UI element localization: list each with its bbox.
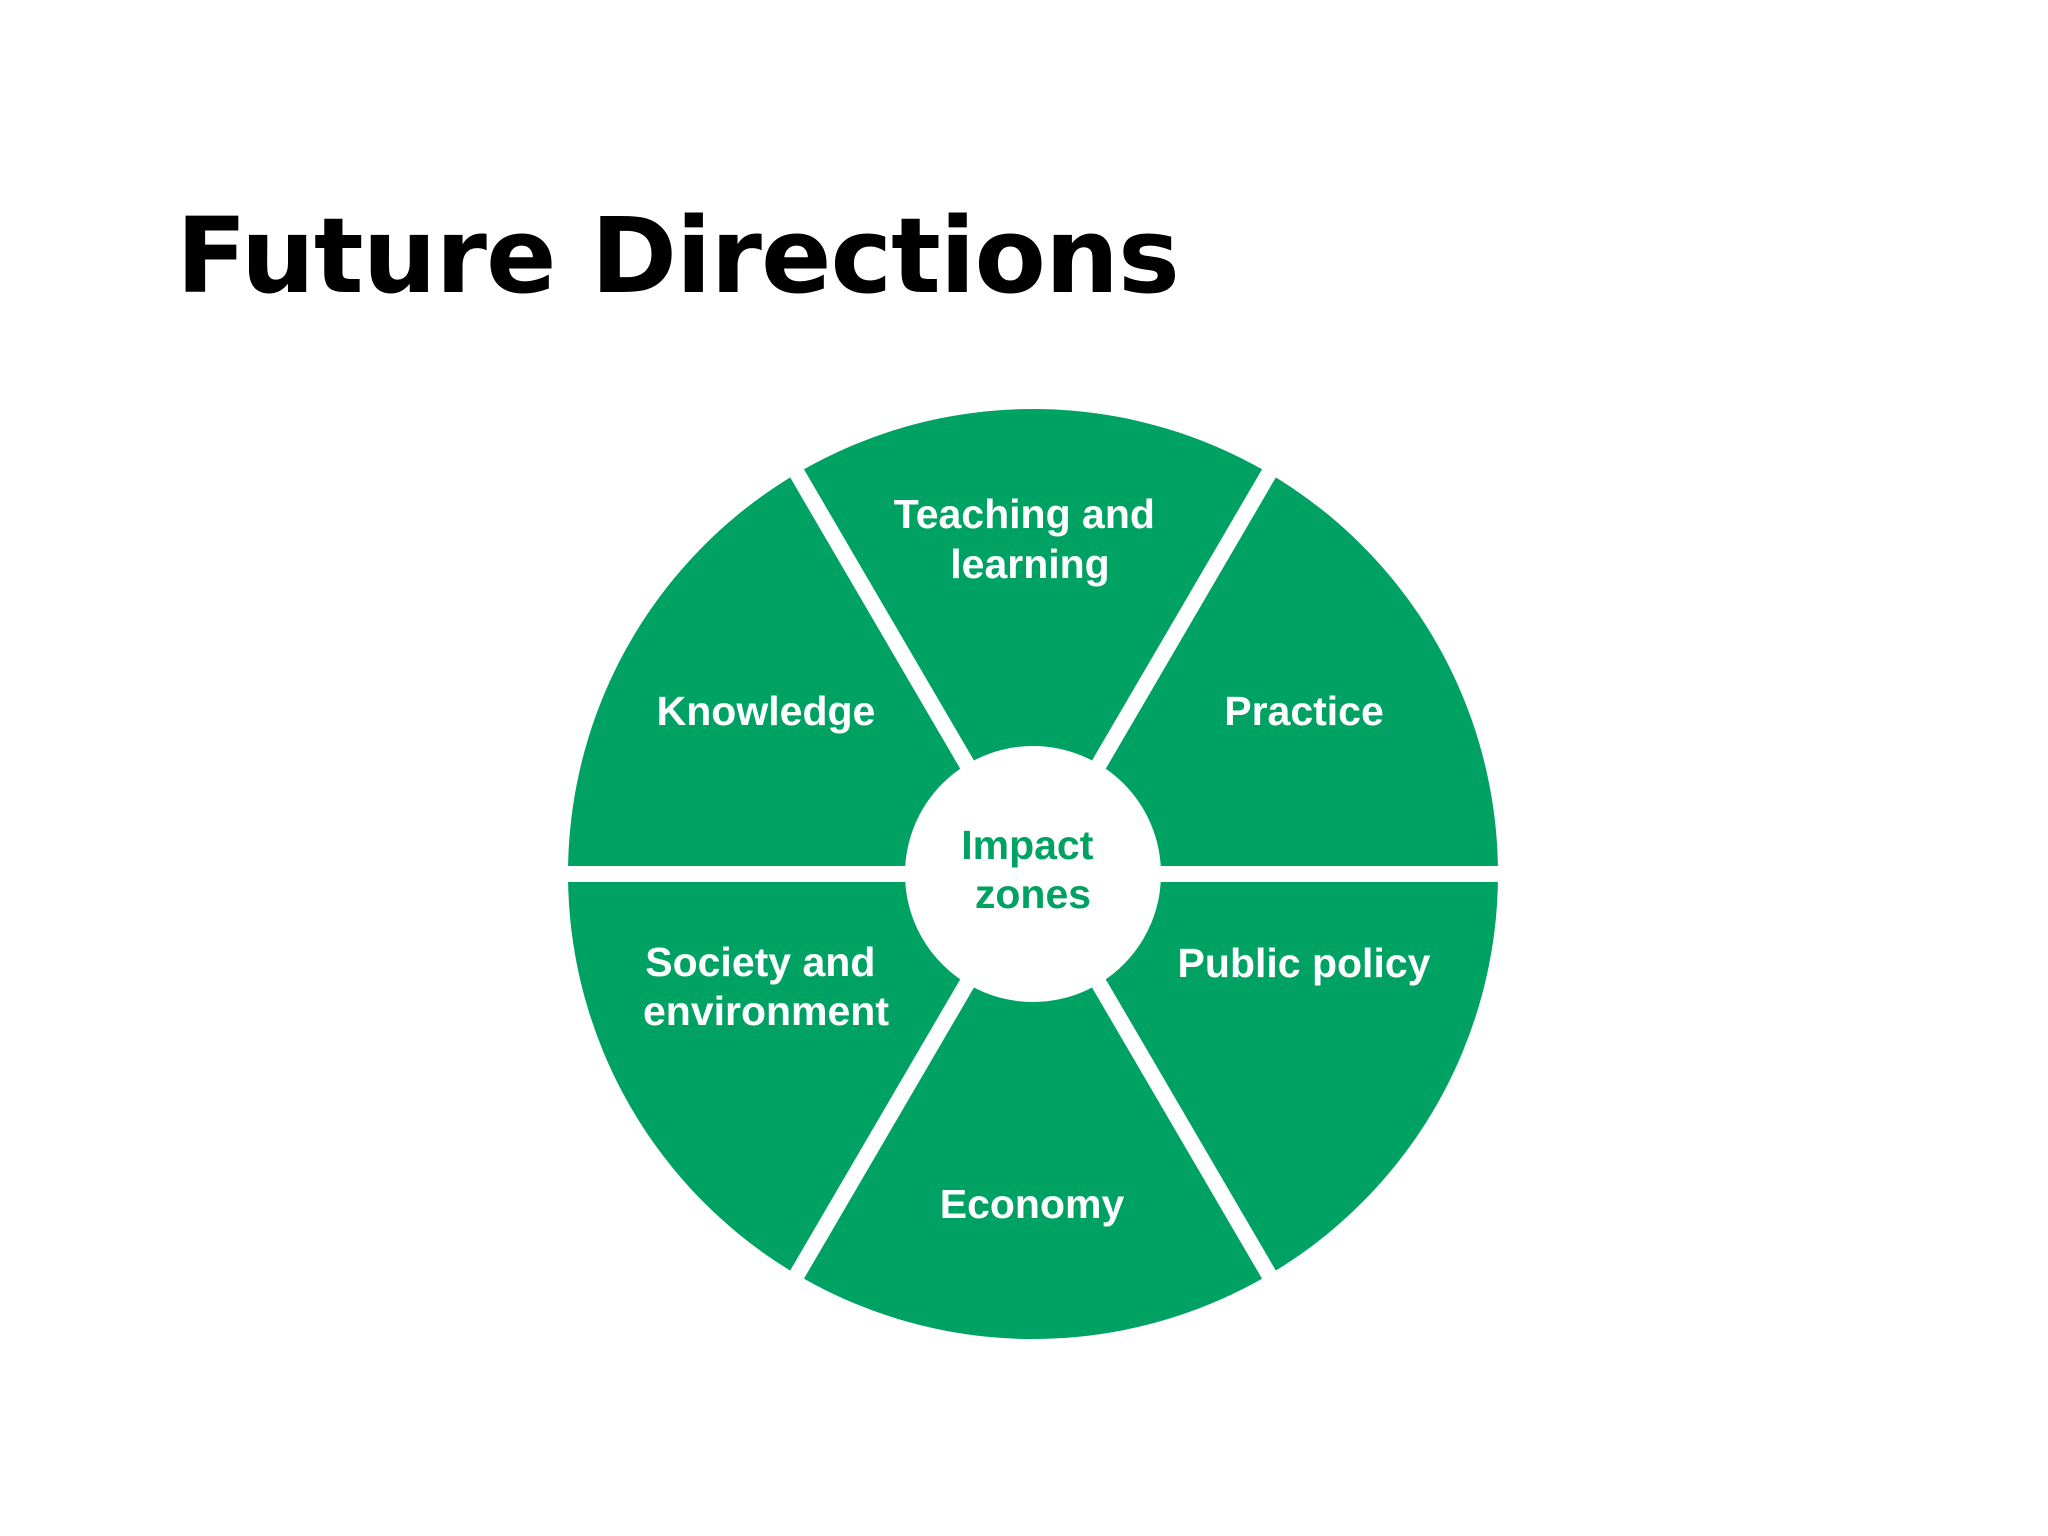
hub-label-line1: Impact [961,822,1093,868]
separator-lower-right [1087,970,1282,1290]
segment-label-practice: Practice [1224,688,1384,734]
separator-upper-left [784,458,979,778]
segment-society-line2: environment [643,988,889,1034]
segment-label-society-and-environment: Society and environment [643,939,889,1034]
hub-label: Impact zones [961,822,1105,917]
segment-society-line1: Society and [645,939,875,985]
segment-label-public-policy: Public policy [1178,940,1431,986]
hub-label-line2: zones [975,871,1091,917]
hub-circle [905,746,1161,1002]
slide-title: Future Directions [176,195,1180,317]
segment-label-teaching-and-learning: Teaching and learning [894,491,1167,587]
wheel-separators [556,458,1510,1290]
separator-upper-right [1087,458,1282,778]
segment-teaching-line2: learning [950,541,1109,587]
segment-label-knowledge: Knowledge [657,688,876,734]
segment-label-economy: Economy [940,1181,1125,1227]
separator-lower-left [784,970,979,1290]
segment-teaching-line1: Teaching and [894,491,1155,537]
